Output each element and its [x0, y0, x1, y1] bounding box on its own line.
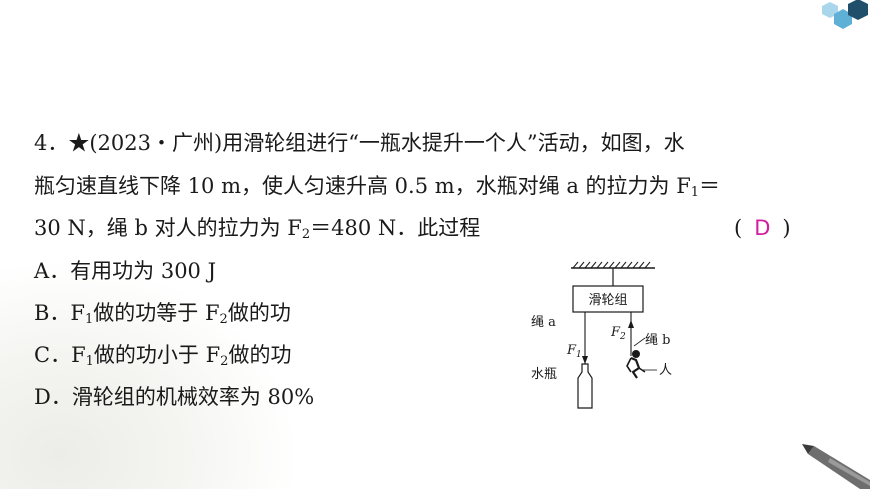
pulley-label: 滑轮组 — [588, 293, 627, 308]
subscript: 1 — [690, 185, 700, 200]
answer-bracket: ( D) — [734, 214, 791, 242]
f2-subscript: 2 — [619, 332, 626, 342]
person-label: 人 — [659, 363, 672, 378]
option-b-text: 做的功 — [227, 301, 291, 325]
f2-text: F — [610, 325, 621, 340]
option-c-text: 做的功 — [228, 343, 292, 367]
question-line-2: 瓶匀速直线下降 10 m，使人匀速升高 0.5 m，水瓶对绳 a 的拉力为 F1… — [34, 172, 720, 207]
subscript: 1 — [85, 312, 94, 327]
pen-decoration-icon — [802, 444, 870, 489]
question-line-2-text: 瓶匀速直线下降 10 m，使人匀速升高 0.5 m，水瓶对绳 a 的拉力为 F — [34, 174, 691, 198]
subscript: 2 — [219, 312, 228, 327]
f2-arrow — [628, 320, 634, 328]
background-wash — [0, 260, 300, 489]
hexagon-decoration-icon — [822, 0, 868, 29]
question-line-3: 30 N，绳 b 对人的拉力为 F2＝480 N．此过程 — [34, 214, 480, 249]
option-b: B．F1做的功等于 F2做的功 — [34, 299, 291, 334]
bottle-label: 水瓶 — [531, 367, 557, 382]
subscript: 1 — [85, 354, 94, 369]
option-c: C．F1做的功小于 F2做的功 — [34, 341, 291, 376]
f2-label: F2 — [610, 325, 626, 342]
rope-a-label: 绳 a — [531, 315, 556, 330]
pulley-box — [572, 285, 644, 313]
answer-letter: D — [754, 216, 771, 240]
pulley-diagram: 滑轮组 绳 a F1 水瓶 F2 绳 b 人 — [531, 261, 672, 409]
f1-text: F — [566, 343, 577, 358]
question-line-2-end: ＝ — [699, 174, 721, 198]
question-line-3-end: ＝480 N．此过程 — [310, 216, 481, 240]
option-c-text: C．F — [34, 343, 86, 367]
question-line-1: 4．★(2023・广州)用滑轮组进行“一瓶水提升一个人”活动，如图，水 — [34, 131, 685, 155]
f1-label: F1 — [566, 343, 582, 360]
paren-close: ) — [782, 216, 791, 240]
paren-open: ( — [734, 216, 743, 240]
rope-b-leader — [633, 337, 646, 347]
question-line-3-text: 30 N，绳 b 对人的拉力为 F — [34, 216, 302, 240]
option-b-text: B．F — [34, 301, 86, 325]
water-bottle — [577, 363, 593, 409]
subscript: 2 — [301, 227, 311, 242]
option-d: D．滑轮组的机械效率为 80% — [34, 385, 315, 409]
f1-arrow — [582, 356, 588, 364]
option-b-text: 做的功等于 F — [93, 301, 220, 325]
person-icon — [626, 350, 646, 379]
rope-b-label: 绳 b — [645, 333, 670, 348]
subscript: 2 — [220, 354, 229, 369]
option-c-text: 做的功小于 F — [93, 343, 221, 367]
f1-subscript: 1 — [576, 350, 582, 360]
ceiling-hatch — [572, 261, 651, 269]
option-a: A．有用功为 300 J — [34, 259, 217, 283]
